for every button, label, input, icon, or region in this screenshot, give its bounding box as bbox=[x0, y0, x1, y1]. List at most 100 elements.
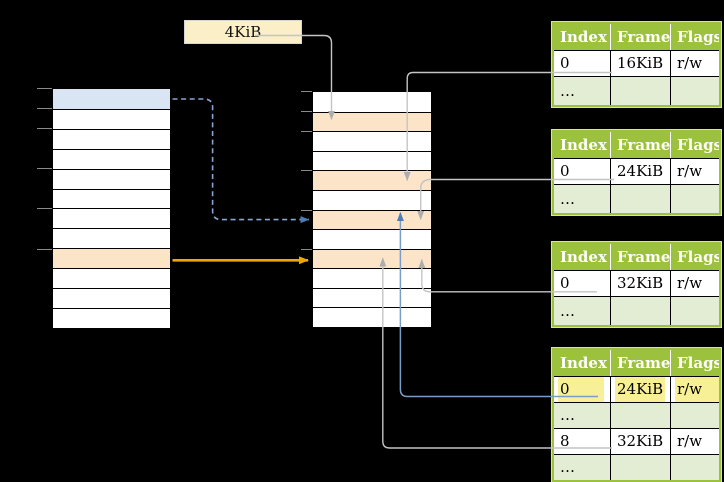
column-header-frame: Frame bbox=[610, 244, 670, 270]
vm-tick-mark-8 bbox=[37, 249, 52, 250]
pm-tick-mark-6 bbox=[301, 210, 312, 211]
physical-frame-row-7 bbox=[313, 229, 431, 249]
arrow-virtual-page0-to-frame6-dashed bbox=[172, 98, 310, 224]
pm-tick-mark-8 bbox=[301, 249, 312, 250]
cell-index: … bbox=[554, 185, 610, 213]
cell-value: … bbox=[560, 406, 575, 424]
pm-tick-mark-0 bbox=[301, 91, 312, 92]
table-row: 0 16KiB r/w bbox=[554, 50, 719, 76]
column-header-index: Index bbox=[560, 354, 607, 372]
virtual-page-row-0 bbox=[53, 89, 170, 109]
cell-value: r/w bbox=[677, 274, 703, 292]
cell-frame: 24KiB bbox=[610, 377, 670, 402]
virtual-page-row-8 bbox=[53, 248, 170, 269]
cell-frame: 24KiB bbox=[610, 159, 670, 184]
table-row: … bbox=[554, 296, 719, 325]
cell-value: … bbox=[560, 302, 575, 320]
virtual-page-row-4 bbox=[53, 168, 170, 189]
cell-flags bbox=[670, 185, 719, 213]
column-header-frame: Frame bbox=[610, 24, 670, 50]
physical-memory-table bbox=[312, 91, 432, 328]
table-row: … bbox=[554, 184, 719, 213]
cell-index: 0 bbox=[554, 159, 610, 184]
virtual-page-row-6 bbox=[53, 208, 170, 228]
physical-frame-row-4 bbox=[313, 170, 431, 190]
cell-value: r/w bbox=[677, 162, 703, 180]
cell-flags bbox=[670, 297, 719, 325]
cell-value: 8 bbox=[560, 432, 570, 450]
cell-index: … bbox=[554, 403, 610, 428]
cell-frame bbox=[610, 185, 670, 213]
column-header-frame: Frame bbox=[610, 132, 670, 158]
cell-index: 0 bbox=[554, 377, 610, 402]
cell-flags: r/w bbox=[670, 429, 719, 454]
cell-index: … bbox=[554, 455, 610, 480]
table-row: … bbox=[554, 76, 719, 105]
physical-frame-row-8 bbox=[313, 248, 431, 269]
cell-flags bbox=[670, 77, 719, 105]
pm-tick-mark-1 bbox=[301, 111, 312, 112]
virtual-page-row-9 bbox=[53, 268, 170, 288]
cell-index: … bbox=[554, 297, 610, 325]
virtual-page-row-11 bbox=[53, 308, 170, 328]
virtual-page-row-10 bbox=[53, 288, 170, 308]
virtual-memory-table bbox=[52, 88, 171, 329]
cell-flags bbox=[670, 455, 719, 480]
page-size-box: 4KiB bbox=[184, 20, 302, 44]
cell-flags: r/w bbox=[670, 271, 719, 296]
pm-tick-mark-2 bbox=[301, 131, 312, 132]
physical-frame-row-9 bbox=[313, 268, 431, 288]
cell-flags bbox=[670, 403, 719, 428]
table-row: … bbox=[554, 454, 719, 480]
physical-frame-row-6 bbox=[313, 209, 431, 230]
virtual-page-row-7 bbox=[53, 228, 170, 248]
cell-index: 0 bbox=[554, 271, 610, 296]
vm-tick-mark-2 bbox=[37, 128, 52, 129]
vm-tick-mark-4 bbox=[37, 168, 52, 169]
cell-value: 16KiB bbox=[617, 54, 664, 72]
virtual-page-row-5 bbox=[53, 188, 170, 209]
cell-value: 32KiB bbox=[617, 432, 664, 450]
cell-value: 0 bbox=[560, 54, 570, 72]
column-header-flags: Flags bbox=[670, 244, 719, 270]
cell-frame: 32KiB bbox=[610, 429, 670, 454]
physical-frame-row-0 bbox=[313, 92, 431, 112]
physical-frame-row-1 bbox=[313, 111, 431, 132]
column-header-flags: Flags bbox=[670, 24, 719, 50]
cell-frame bbox=[610, 77, 670, 105]
cell-index: … bbox=[554, 77, 610, 105]
cell-value: … bbox=[560, 458, 575, 476]
table-row: 0 24KiB r/w bbox=[554, 376, 719, 402]
cell-frame: 32KiB bbox=[610, 271, 670, 296]
cell-frame: 16KiB bbox=[610, 51, 670, 76]
cell-value: r/w bbox=[677, 432, 703, 450]
column-header-flags: Flags bbox=[670, 350, 719, 376]
vm-tick-mark-1 bbox=[37, 108, 52, 109]
table-row: … bbox=[554, 402, 719, 428]
cell-frame bbox=[610, 455, 670, 480]
cell-value: 0 bbox=[560, 162, 570, 180]
column-header-index: Index bbox=[560, 248, 607, 266]
highlighted-value: 0 bbox=[558, 377, 604, 402]
cell-value: … bbox=[560, 82, 575, 100]
highlighted-value: 24KiB bbox=[615, 377, 666, 402]
cell-flags: r/w bbox=[670, 159, 719, 184]
vm-tick-mark-0 bbox=[37, 88, 52, 89]
table-row: 0 24KiB r/w bbox=[554, 158, 719, 184]
physical-frame-row-10 bbox=[313, 287, 431, 308]
column-header-index: Index bbox=[560, 136, 607, 154]
virtual-page-row-2 bbox=[53, 128, 170, 149]
highlighted-value: r/w bbox=[675, 377, 719, 402]
cell-value: r/w bbox=[677, 54, 703, 72]
cell-flags: r/w bbox=[670, 51, 719, 76]
virtual-page-row-3 bbox=[53, 148, 170, 169]
